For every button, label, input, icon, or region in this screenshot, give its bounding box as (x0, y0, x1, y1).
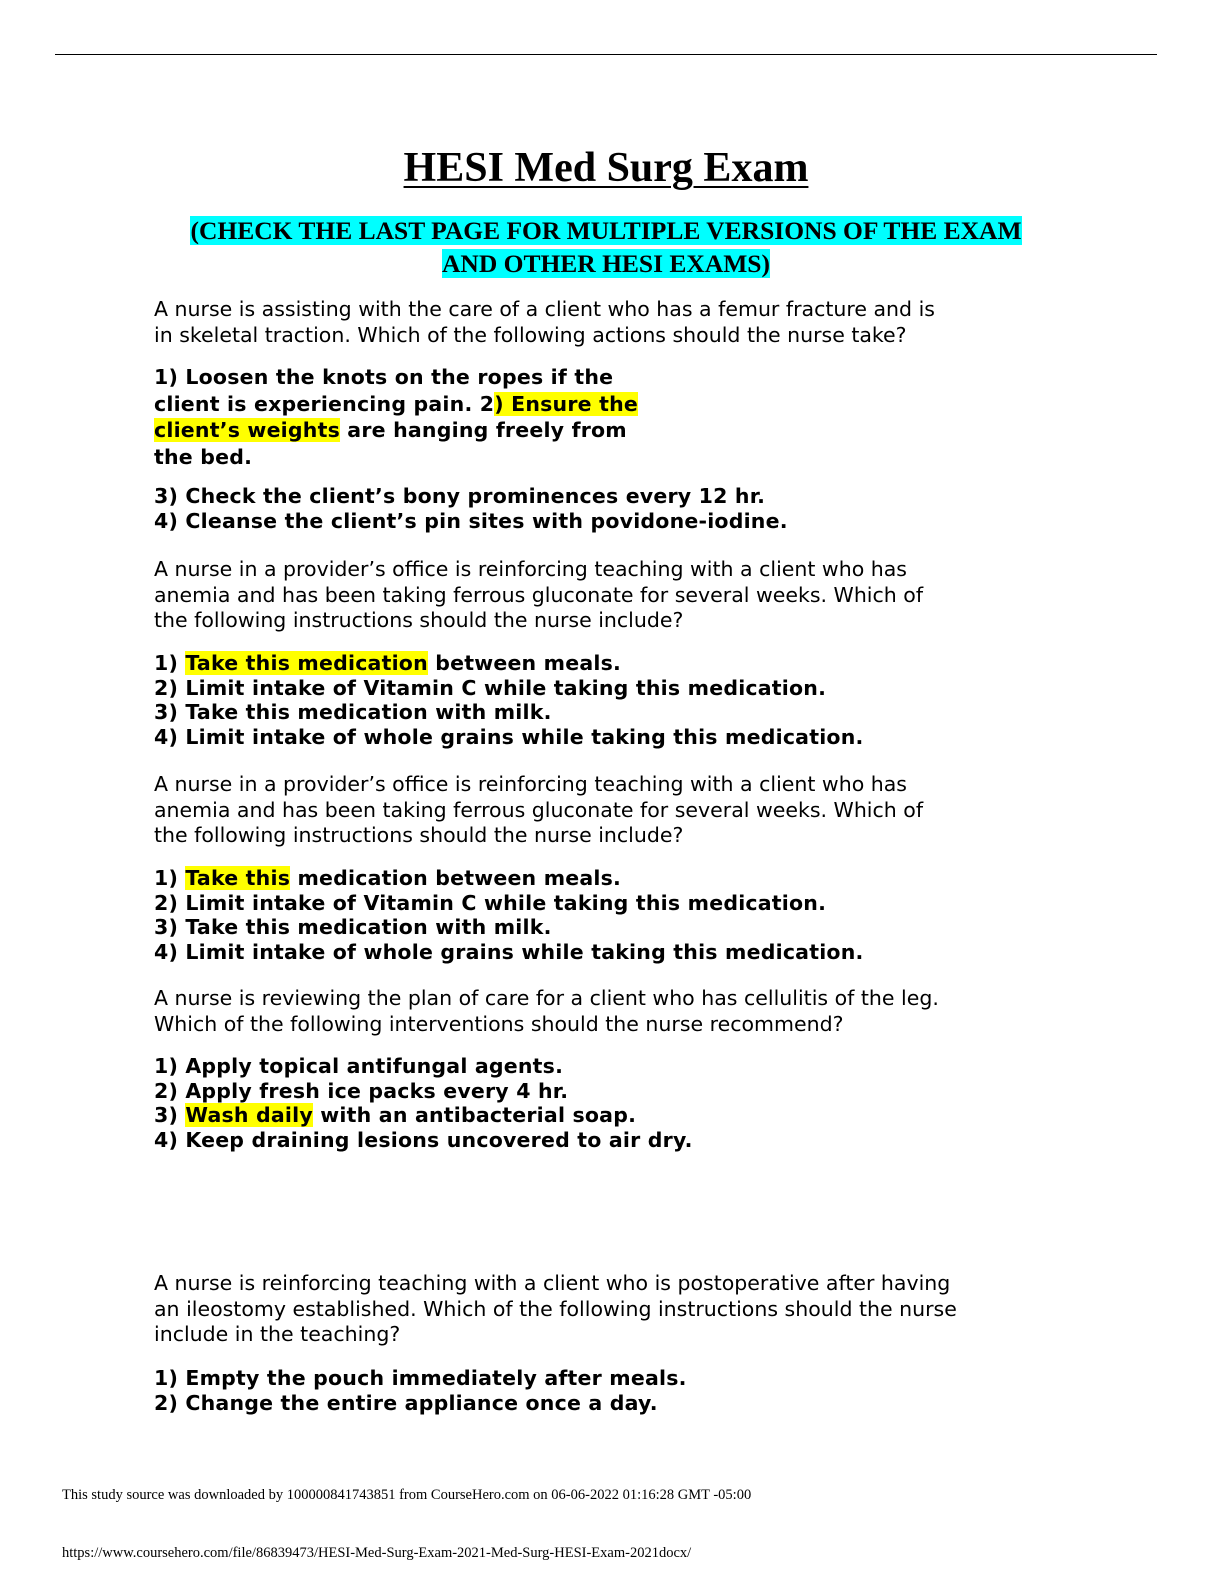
option-4: 4) Limit intake of whole grains while ta… (154, 724, 864, 749)
option-text: with an antibacterial soap. (312, 1103, 637, 1127)
download-notice: This study source was downloaded by 1000… (62, 1487, 752, 1503)
question-4-options: 1) Apply topical antifungal agents. 2) A… (154, 1054, 693, 1152)
option-3: 3) Take this medication with milk. (154, 915, 552, 939)
option-line: the bed. (154, 444, 253, 469)
option-line: client is experiencing pain. 2) Ensure t… (154, 391, 638, 418)
highlighted-answer: Take this medication (185, 651, 428, 675)
question-4-stem: A nurse is reviewing the plan of care fo… (154, 986, 939, 1037)
notice-banner-line-2: AND OTHER HESI EXAMS) (441, 249, 770, 278)
question-line: in skeletal traction. Which of the follo… (154, 322, 907, 347)
option-line: client’s weights are hanging freely from (154, 417, 638, 444)
question-line: A nurse in a provider’s office is reinfo… (154, 772, 907, 796)
option-text: are hanging freely from (339, 418, 627, 442)
option-2: 2) Apply fresh ice packs every 4 hr. (154, 1078, 569, 1103)
question-3-stem: A nurse in a provider’s office is reinfo… (154, 772, 923, 849)
option-text: between meals. (427, 651, 621, 675)
option-1: 1) Apply topical antifungal agents. (154, 1054, 564, 1078)
question-1-stem: A nurse is assisting with the care of a … (154, 297, 935, 348)
question-1-options-group-2: 3) Check the client’s bony prominences e… (154, 484, 788, 533)
option-text: client is experiencing pain. 2 (154, 391, 495, 416)
question-line: an ileostomy established. Which of the f… (154, 1296, 957, 1321)
option-3: 3) Wash daily with an antibacterial soap… (154, 1103, 693, 1128)
question-line: the following instructions should the nu… (154, 823, 684, 847)
option-1: 1) Take this medication between meals. (154, 866, 864, 891)
option-1: 1) Take this medication between meals. (154, 651, 864, 676)
question-5-options: 1) Empty the pouch immediately after mea… (154, 1366, 687, 1415)
question-2-options: 1) Take this medication between meals. 2… (154, 651, 864, 749)
question-line: include in the teaching? (154, 1322, 401, 1346)
option-3: 3) Take this medication with milk. (154, 700, 552, 724)
highlighted-answer: client’s weights (154, 418, 340, 442)
option-4: 4) Limit intake of whole grains while ta… (154, 939, 864, 964)
option-2: 2) Change the entire appliance once a da… (154, 1390, 658, 1415)
question-3-options: 1) Take this medication between meals. 2… (154, 866, 864, 964)
option-4: 4) Keep draining lesions uncovered to ai… (154, 1127, 693, 1152)
question-line: Which of the following interventions sho… (154, 1011, 844, 1036)
question-1-options-group-1: 1) Loosen the knots on the ropes if the … (154, 364, 638, 470)
question-line: A nurse is assisting with the care of a … (154, 297, 935, 321)
highlighted-answer: ) Ensure the (494, 391, 638, 416)
option-number: 3) (154, 1103, 186, 1127)
question-line: A nurse is reviewing the plan of care fo… (154, 986, 939, 1010)
option-2: 2) Limit intake of Vitamin C while takin… (154, 675, 827, 700)
header-rule (55, 54, 1157, 55)
question-line: the following instructions should the nu… (154, 608, 684, 632)
source-url-link[interactable]: https://www.coursehero.com/file/86839473… (62, 1545, 692, 1561)
notice-banner: (CHECK THE LAST PAGE FOR MULTIPLE VERSIO… (153, 214, 1059, 280)
option-3: 3) Check the client’s bony prominences e… (154, 484, 766, 508)
option-2: 2) Limit intake of Vitamin C while takin… (154, 890, 827, 915)
question-line: A nurse in a provider’s office is reinfo… (154, 557, 907, 581)
option-number: 1) (154, 866, 186, 890)
question-line: A nurse is reinforcing teaching with a c… (154, 1271, 951, 1295)
question-5-stem: A nurse is reinforcing teaching with a c… (154, 1271, 957, 1348)
option-number: 1) (154, 651, 186, 675)
option-text: medication between meals. (290, 866, 622, 890)
question-2-stem: A nurse in a provider’s office is reinfo… (154, 557, 923, 634)
question-line: anemia and has been taking ferrous gluco… (154, 797, 924, 822)
option-4: 4) Cleanse the client’s pin sites with p… (154, 508, 788, 533)
highlighted-answer: Wash daily (185, 1103, 313, 1127)
option-1: 1) Empty the pouch immediately after mea… (154, 1366, 687, 1390)
option-line: 1) Loosen the knots on the ropes if the (154, 365, 614, 389)
question-line: anemia and has been taking ferrous gluco… (154, 582, 924, 607)
notice-banner-line-1: (CHECK THE LAST PAGE FOR MULTIPLE VERSIO… (190, 216, 1022, 245)
highlighted-answer: Take this (185, 866, 291, 890)
page-title: HESI Med Surg Exam (403, 145, 809, 191)
